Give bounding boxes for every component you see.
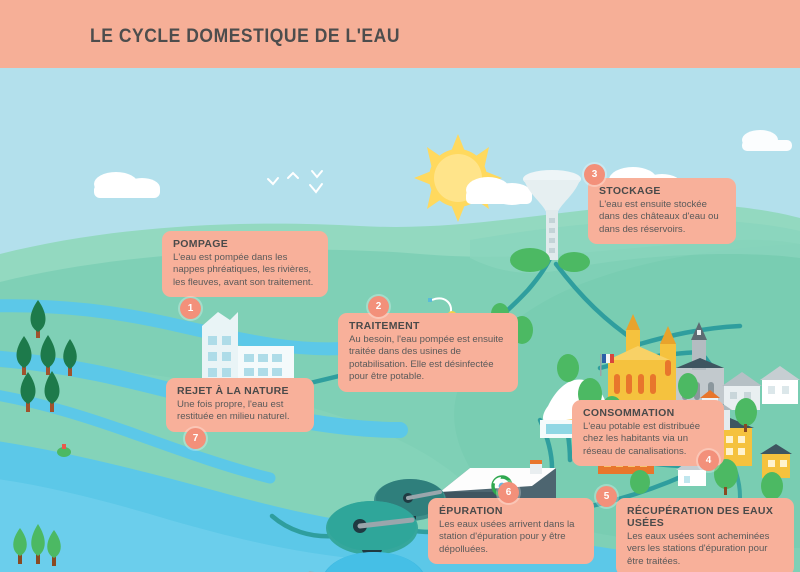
river-stream-left (0, 390, 276, 484)
callout-pompage[interactable]: POMPAGE L'eau est pompée dans les nappes… (162, 231, 328, 298)
step-badge-3[interactable]: 3 (584, 164, 605, 185)
callout-title-epuration: ÉPURATION (439, 505, 503, 517)
callout-body-stockage: L'eau est ensuite stockée dans des châte… (599, 199, 719, 235)
callout-body-recuperation: Les eaux usées sont acheminées vers les … (627, 531, 770, 567)
callout-body-consommation: L'eau potable est distribuée chez les ha… (583, 421, 701, 457)
step-badge-4-label: 4 (705, 455, 712, 466)
callout-title-pompage: POMPAGE (173, 238, 228, 250)
callout-body-traitement: Au besoin, l'eau pompée est ensuite trai… (349, 334, 504, 383)
birds-icon (267, 170, 323, 194)
callout-stockage[interactable]: STOCKAGE L'eau est ensuite stockée dans … (588, 178, 736, 245)
callout-recuperation[interactable]: RÉCUPÉRATION DES EAUX USÉES Les eaux usé… (616, 498, 794, 572)
step-badge-5-label: 5 (603, 491, 610, 502)
callout-body-pompage: L'eau est pompée dans les nappes phréati… (173, 252, 314, 288)
header-bar: LE CYCLE DOMESTIQUE DE L'EAU (0, 0, 800, 68)
callout-consommation[interactable]: CONSOMMATION L'eau potable est distribué… (572, 400, 724, 467)
callout-title-traitement: TRAITEMENT (349, 320, 420, 332)
step-badge-5[interactable]: 5 (596, 486, 617, 507)
step-badge-2-label: 2 (375, 301, 382, 312)
callout-body-rejet: Une fois propre, l'eau est restituée en … (177, 399, 290, 423)
callout-body-epuration: Les eaux usées arrivent dans la station … (439, 519, 575, 555)
step-badge-6-label: 6 (505, 487, 512, 498)
step-badge-4[interactable]: 4 (698, 450, 719, 471)
scene: POMPAGE L'eau est pompée dans les nappes… (0, 68, 800, 572)
callout-rejet[interactable]: REJET À LA NATURE Une fois propre, l'eau… (166, 378, 314, 432)
water-tower-icon (510, 170, 590, 272)
callout-title-stockage: STOCKAGE (599, 185, 661, 197)
step-badge-1[interactable]: 1 (180, 298, 201, 319)
step-badge-1-label: 1 (187, 303, 194, 314)
step-badge-6[interactable]: 6 (498, 482, 519, 503)
river-lower-highlight (0, 479, 370, 572)
callout-title-recuperation: RÉCUPÉRATION DES EAUX USÉES (627, 505, 774, 529)
forest-icon (13, 300, 77, 566)
step-badge-2[interactable]: 2 (368, 296, 389, 317)
page-title: LE CYCLE DOMESTIQUE DE L'EAU (90, 26, 400, 47)
step-badge-7-label: 7 (192, 433, 199, 444)
step-badge-3-label: 3 (591, 169, 598, 180)
settling-basins-icon (308, 479, 446, 572)
step-badge-7[interactable]: 7 (185, 428, 206, 449)
callout-epuration[interactable]: ÉPURATION Les eaux usées arrivent dans l… (428, 498, 594, 565)
callout-title-rejet: REJET À LA NATURE (177, 385, 289, 397)
callout-traitement[interactable]: TRAITEMENT Au besoin, l'eau pompée est e… (338, 313, 518, 392)
callout-title-consommation: CONSOMMATION (583, 407, 675, 419)
